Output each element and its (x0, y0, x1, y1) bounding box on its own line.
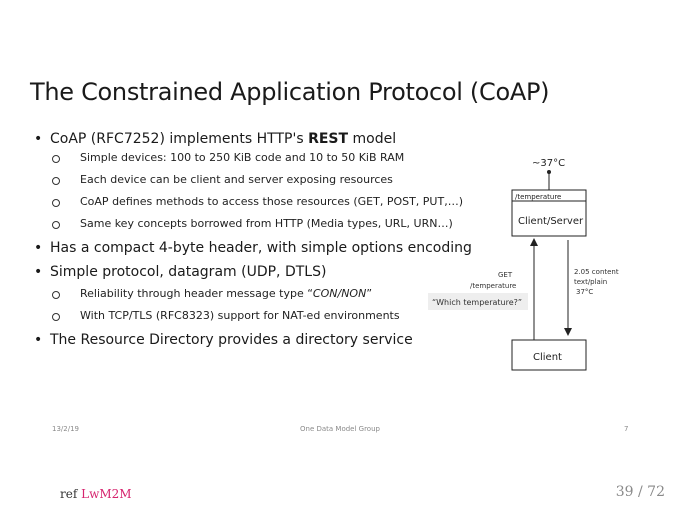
server-box (511, 189, 587, 237)
sensor-dot (547, 170, 551, 174)
response-code: 2.05 content (574, 268, 619, 276)
bullet-resource-directory: The Resource Directory provides a direct… (34, 331, 474, 349)
client-box (511, 339, 587, 371)
server-label: Client/Server (518, 216, 584, 227)
title-part-3: Application (230, 78, 369, 106)
bullet-coap-rest: CoAP (RFC7252) implements HTTP's REST mo… (34, 130, 474, 148)
bullet-list: CoAP (RFC7252) implements HTTP's REST mo… (34, 130, 474, 352)
response-arrowhead (564, 328, 572, 336)
reference-prefix: ref (60, 487, 82, 501)
sub-bullet-client-server: Each device can be client and server exp… (34, 173, 474, 187)
bullet-text: model (348, 131, 397, 147)
coap-diagram: ~37°C /temperature Client/Server GET /te… (428, 158, 619, 371)
footer-date: 13/2/19 (52, 425, 79, 433)
sub-bullet-tcp-tls: With TCP/TLS (RFC8323) support for NAT-e… (34, 309, 474, 323)
client-label: Client (533, 352, 562, 363)
response-type: text/plain (574, 278, 607, 286)
title-part-1: The (30, 78, 82, 106)
request-method: GET (498, 271, 513, 279)
bullet-compact-header: Has a compact 4-byte header, with simple… (34, 239, 474, 257)
sub-bullet-methods: CoAP defines methods to access those res… (34, 195, 474, 209)
sub-bullet-text: ” (366, 287, 373, 300)
footer-slide-number: 7 (624, 425, 629, 433)
sub-bullet-reliability: Reliability through header message type … (34, 287, 474, 301)
footer-group: One Data Model Group (300, 425, 380, 433)
bullet-strong-text: REST (308, 131, 349, 147)
request-question: “Which temperature?” (432, 298, 522, 307)
sub-bullet-em-text: CON/NON (312, 287, 367, 300)
sub-bullet-simple-devices: Simple devices: 100 to 250 KiB code and … (34, 151, 474, 165)
response-value: 37°C (576, 288, 593, 296)
bullet-text: CoAP (RFC7252) implements HTTP's (50, 131, 309, 147)
reference-link[interactable]: LwM2M (81, 487, 132, 501)
temperature-value: ~37°C (532, 158, 565, 169)
page-counter: 39 / 72 (615, 484, 665, 500)
sub-bullet-key-concepts: Same key concepts borrowed from HTTP (Me… (34, 217, 474, 231)
title-part-4: Protocol (CoAP) (368, 78, 550, 106)
bullet-simple-protocol: Simple protocol, datagram (UDP, DTLS) (34, 263, 474, 281)
title-part-2: Constrained (81, 78, 231, 106)
request-path: /temperature (470, 282, 516, 290)
slide-title: The Constrained Application Protocol (Co… (30, 78, 549, 106)
resource-path-label: /temperature (515, 193, 561, 201)
sub-bullet-text: Reliability through header message type … (80, 287, 313, 300)
question-bubble (428, 293, 528, 310)
reference-note: ref LwM2M (60, 487, 132, 501)
